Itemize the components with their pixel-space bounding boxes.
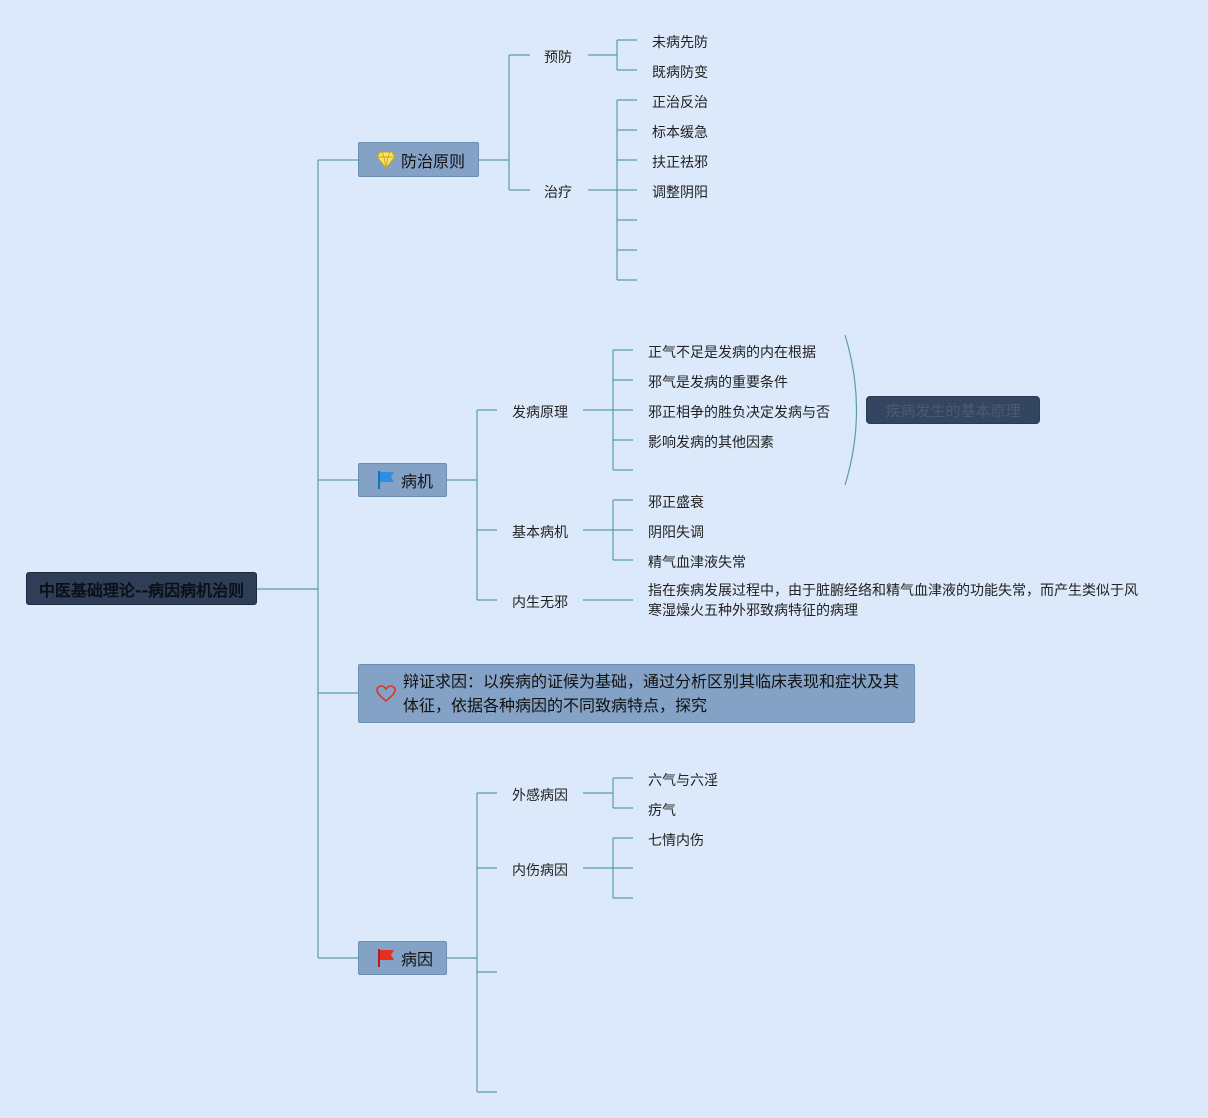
- heart-icon: [375, 683, 397, 705]
- topic-etiology-label: 病因: [401, 950, 434, 969]
- flag-icon: [375, 469, 397, 491]
- leaf-yufang-1[interactable]: 未病先防: [652, 32, 708, 52]
- subtopic-neishang[interactable]: 内伤病因: [512, 860, 568, 880]
- leaf-label: 标本缓急: [652, 125, 708, 141]
- subtopic-yufang-label: 预防: [544, 50, 572, 66]
- subtopic-zhiliao-label: 治疗: [544, 185, 572, 201]
- leaf-jiben-3[interactable]: 精气血津液失常: [648, 552, 746, 572]
- summary-brace: [844, 334, 858, 486]
- summary-topic-label: 疾病发生的基本原理: [885, 401, 1021, 420]
- leaf-label: 邪正盛衰: [648, 495, 704, 511]
- leaf-label: 邪正相争的胜负决定发病与否: [648, 405, 830, 421]
- subtopic-neisheng-label: 内生无邪: [512, 595, 568, 611]
- leaf-fabing-4[interactable]: 影响发病的其他因素: [648, 432, 774, 452]
- leaf-zhiliao-2[interactable]: 标本缓急: [652, 122, 708, 142]
- topic-prevention-label: 防治原则: [401, 151, 466, 171]
- leaf-label: 疠气: [648, 803, 676, 819]
- leaf-label: 正治反治: [652, 95, 708, 111]
- leaf-label: 既病防变: [652, 65, 708, 81]
- root-topic-label: 中医基础理论--病因病机治则: [38, 580, 245, 600]
- leaf-label: 六气与六淫: [648, 773, 718, 789]
- topic-etiology[interactable]: 病因: [358, 941, 447, 975]
- diamond-icon: [375, 149, 397, 171]
- leaf-yufang-2[interactable]: 既病防变: [652, 62, 708, 82]
- leaf-neisheng-description[interactable]: 指在疾病发展过程中，由于脏腑经络和精气血津液的功能失常，而产生类似于风寒湿燥火五…: [648, 581, 1148, 621]
- subtopic-jiben[interactable]: 基本病机: [512, 522, 568, 542]
- leaf-zhiliao-3[interactable]: 扶正祛邪: [652, 152, 708, 172]
- root-topic[interactable]: 中医基础理论--病因病机治则: [26, 572, 257, 605]
- topic-prevention[interactable]: 防治原则: [358, 142, 479, 177]
- subtopic-yufang[interactable]: 预防: [544, 47, 572, 67]
- summary-topic[interactable]: 疾病发生的基本原理: [866, 396, 1040, 424]
- leaf-label: 影响发病的其他因素: [648, 435, 774, 451]
- topic-diagnosis[interactable]: 辩证求因：以疾病的证候为基础，通过分析区别其临床表现和症状及其体征，依据各种病因…: [358, 664, 915, 723]
- leaf-label: 未病先防: [652, 35, 708, 51]
- leaf-label: 七情内伤: [648, 833, 704, 849]
- leaf-label: 指在疾病发展过程中，由于脏腑经络和精气血津液的功能失常，而产生类似于风寒湿燥火五…: [648, 583, 1138, 619]
- leaf-neishang-1[interactable]: 七情内伤: [648, 830, 704, 850]
- subtopic-fabing-label: 发病原理: [512, 405, 568, 421]
- leaf-label: 阴阳失调: [648, 525, 704, 541]
- leaf-jiben-2[interactable]: 阴阳失调: [648, 522, 704, 542]
- leaf-label: 调整阴阳: [652, 185, 708, 201]
- flag-icon: [375, 947, 397, 969]
- leaf-jiben-1[interactable]: 邪正盛衰: [648, 492, 704, 512]
- leaf-label: 正气不足是发病的内在根据: [648, 345, 816, 361]
- topic-diagnosis-label: 辩证求因：以疾病的证候为基础，通过分析区别其临床表现和症状及其体征，依据各种病因…: [403, 671, 900, 715]
- leaf-label: 扶正祛邪: [652, 155, 708, 171]
- subtopic-neishang-label: 内伤病因: [512, 863, 568, 879]
- leaf-zhiliao-1[interactable]: 正治反治: [652, 92, 708, 112]
- topic-pathogenesis-label: 病机: [401, 472, 434, 491]
- leaf-fabing-3[interactable]: 邪正相争的胜负决定发病与否: [648, 402, 830, 422]
- leaf-fabing-2[interactable]: 邪气是发病的重要条件: [648, 372, 788, 392]
- subtopic-jiben-label: 基本病机: [512, 525, 568, 541]
- topic-pathogenesis[interactable]: 病机: [358, 463, 447, 497]
- subtopic-fabing[interactable]: 发病原理: [512, 402, 568, 422]
- leaf-zhiliao-4[interactable]: 调整阴阳: [652, 182, 708, 202]
- leaf-label: 邪气是发病的重要条件: [648, 375, 788, 391]
- subtopic-zhiliao[interactable]: 治疗: [544, 182, 572, 202]
- leaf-fabing-1[interactable]: 正气不足是发病的内在根据: [648, 342, 816, 362]
- leaf-waigan-2[interactable]: 疠气: [648, 800, 676, 820]
- subtopic-waigan-label: 外感病因: [512, 788, 568, 804]
- leaf-waigan-1[interactable]: 六气与六淫: [648, 770, 718, 790]
- subtopic-waigan[interactable]: 外感病因: [512, 785, 568, 805]
- subtopic-neisheng[interactable]: 内生无邪: [512, 592, 568, 612]
- leaf-label: 精气血津液失常: [648, 555, 746, 571]
